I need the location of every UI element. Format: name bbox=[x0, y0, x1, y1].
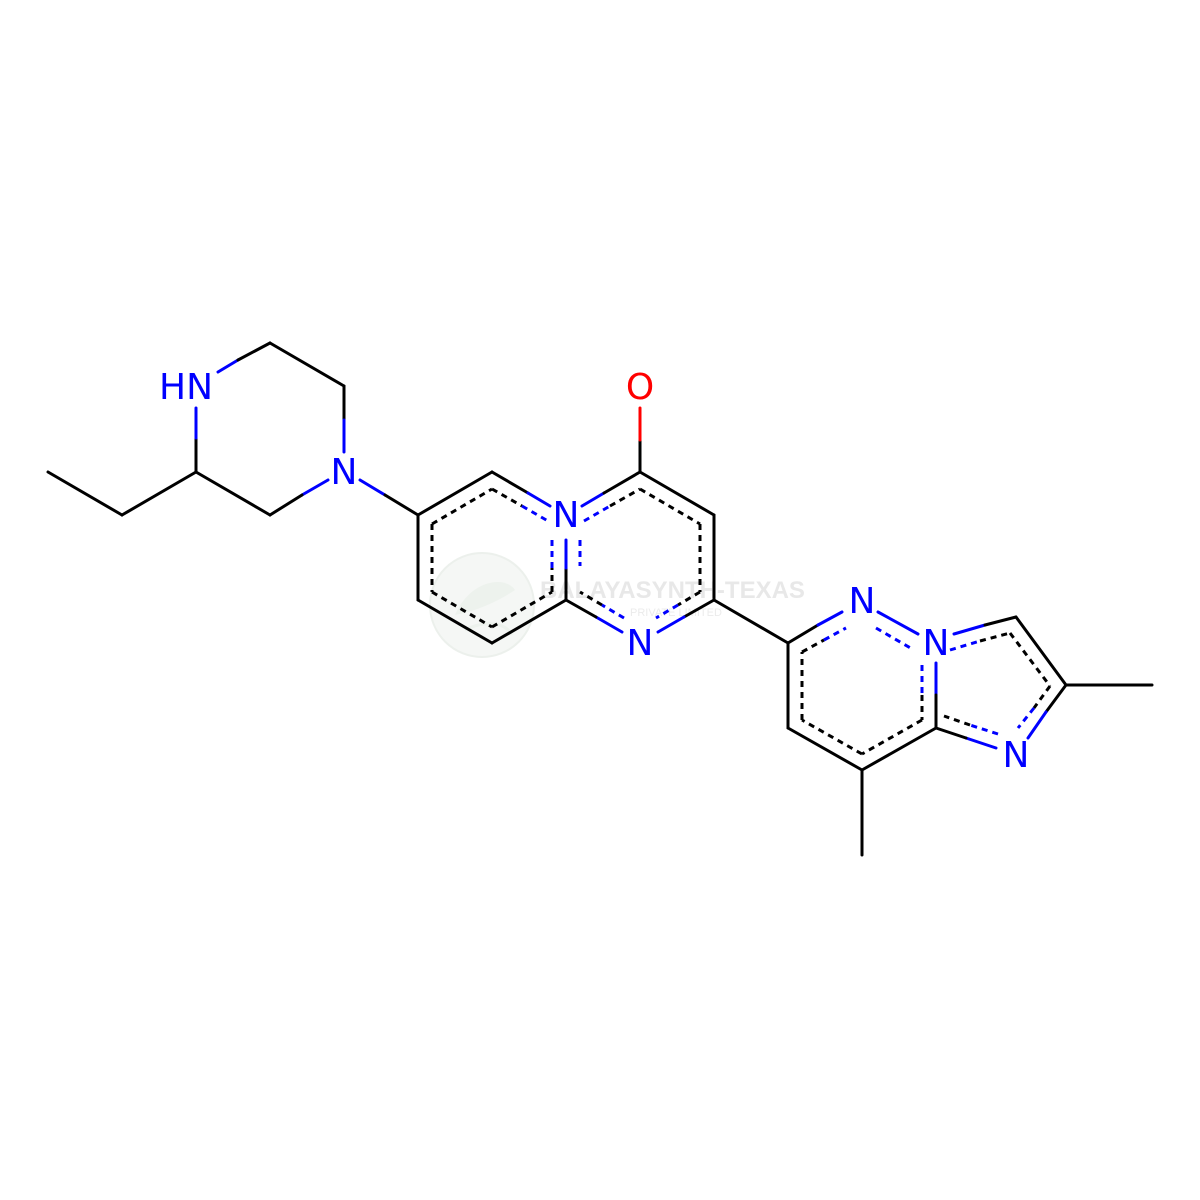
atom-labels: HN N O N N N N N bbox=[159, 367, 1029, 776]
atom-label-n-pyrimidine: N bbox=[627, 623, 654, 664]
atom-label-n-bridgehead: N bbox=[553, 495, 580, 536]
ethyl-piperazine bbox=[46, 341, 420, 517]
biaryl-bond bbox=[712, 598, 790, 645]
imidazopyridazine bbox=[786, 610, 1154, 857]
pyridopyrimidinone-core bbox=[416, 406, 716, 645]
watermark-line2: PRIVATE LIMITED bbox=[630, 607, 722, 619]
atom-label-oxygen: O bbox=[626, 367, 654, 408]
watermark-brand: BALAYASYNTH-TEXAS bbox=[540, 577, 805, 604]
atom-label-hn: HN bbox=[159, 367, 213, 408]
watermark: BALAYASYNTH-TEXAS PRIVATE LIMITED bbox=[429, 552, 805, 658]
atom-label-n-pyridazine: N bbox=[849, 581, 876, 622]
atom-label-n-piperazine: N bbox=[331, 452, 358, 493]
atom-label-n-imidazo-bridge: N bbox=[923, 623, 950, 664]
atom-label-n-imidazole: N bbox=[1003, 735, 1030, 776]
